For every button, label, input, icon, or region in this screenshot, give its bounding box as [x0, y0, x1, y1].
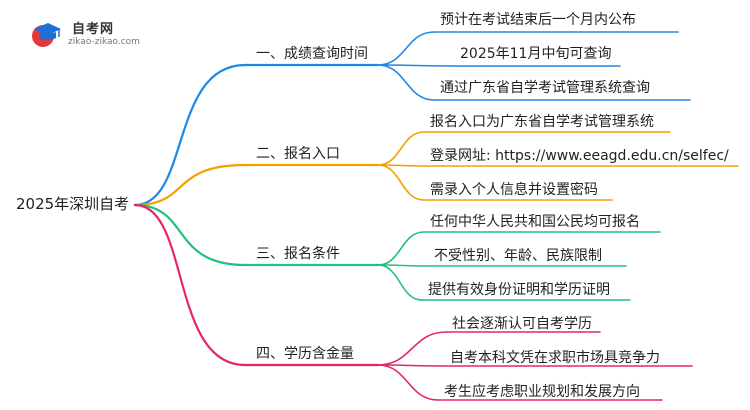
branch-3-leaf-1: 任何中华人民共和国公民均可报名	[430, 214, 640, 230]
branch-4-leaf-3: 考生应考虑职业规划和发展方向	[444, 384, 640, 400]
branch-1-leaf-1-connector	[377, 31, 435, 66]
logo: 自考网 zikao-zikao.com	[30, 16, 170, 52]
branch-1-leaf-2: 2025年11月中旬可查询	[460, 46, 612, 62]
branch-2-title: 二、报名入口	[256, 146, 340, 162]
branch-1-connector	[133, 63, 247, 207]
branch-3-leaf-2: 不受性别、年龄、民族限制	[434, 248, 602, 264]
branch-1-leaf-3-connector	[377, 64, 435, 101]
branch-3-title: 三、报名条件	[256, 246, 340, 262]
logo-subtitle: zikao-zikao.com	[68, 37, 140, 47]
branch-2-leaf-1-connector	[377, 131, 425, 166]
branch-3-leaf-1-connector	[377, 231, 425, 266]
root-node: 2025年深圳自考	[16, 195, 130, 213]
branch-2-connector	[133, 163, 247, 207]
branch-1-leaf-2-connector	[377, 64, 455, 67]
branch-3-connector	[133, 203, 247, 267]
branch-3-leaf-3: 提供有效身份证明和学历证明	[428, 282, 610, 298]
branch-4-title: 四、学历含金量	[256, 346, 354, 362]
graduation-cap-icon	[32, 23, 61, 47]
branch-3-leaf-3-connector	[377, 264, 423, 301]
branch-4-leaf-1-connector	[377, 331, 447, 366]
logo-title: 自考网	[72, 22, 115, 37]
branch-1-leaf-1: 预计在考试结束后一个月内公布	[440, 12, 636, 28]
branch-4-leaf-2-connector	[377, 364, 445, 367]
branch-2-leaf-1: 报名入口为广东省自学考试管理系统	[430, 114, 654, 130]
branch-1-leaf-3: 通过广东省自学考试管理系统查询	[440, 80, 650, 96]
branch-2-leaf-2: 登录网址: https://www.eeagd.edu.cn/selfec/	[430, 148, 729, 164]
branch-2-leaf-3: 需录入个人信息并设置密码	[430, 182, 598, 198]
branch-4-leaf-2: 自考本科文凭在求职市场具竞争力	[450, 350, 660, 366]
branch-1-title: 一、成绩查询时间	[256, 46, 368, 62]
branch-2-leaf-3-connector	[377, 164, 425, 201]
branch-4-connector	[133, 203, 247, 367]
branch-4-leaf-3-connector	[377, 364, 439, 401]
branch-4-leaf-1: 社会逐渐认可自考学历	[452, 316, 592, 332]
